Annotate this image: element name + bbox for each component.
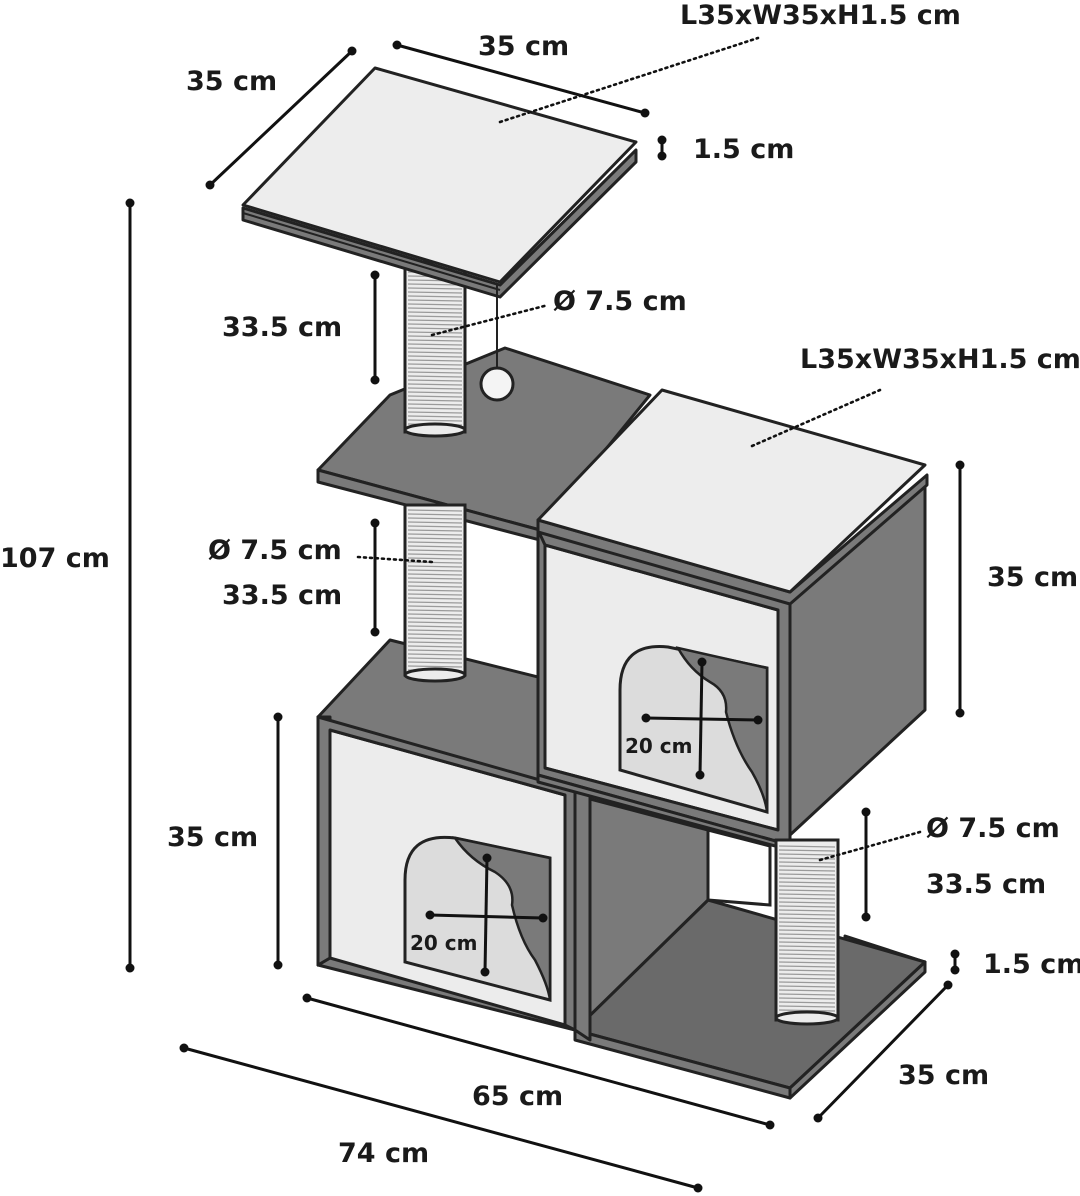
top-depth-label: 35 cm <box>186 66 277 97</box>
lower-post-height-label: 33.5 cm <box>926 869 1046 900</box>
base-depth-label: 35 cm <box>898 1060 989 1091</box>
upper-cube-height-dimension: 35 cm <box>955 460 1078 718</box>
top-spec-callout: L35xW35xH1.5 cm <box>498 0 961 124</box>
upper-post-diameter-callout: Ø 7.5 cm <box>430 286 687 337</box>
top-spec-label: L35xW35xH1.5 cm <box>680 0 961 31</box>
top-thickness-label: 1.5 cm <box>693 134 794 165</box>
cube-top-pad <box>536 388 929 606</box>
top-width-label: 35 cm <box>478 31 569 62</box>
upper-post-height-dimension: 33.5 cm <box>222 270 380 385</box>
middle-post-dimension: Ø 7.5 cm 33.5 cm <box>208 518 434 637</box>
top-depth-dimension: 35 cm <box>186 46 357 190</box>
base-depth-dimension: 35 cm <box>813 980 989 1123</box>
total-height-dimension: 107 cm <box>0 198 135 973</box>
upper-post-diameter-label: Ø 7.5 cm <box>553 286 687 317</box>
lower-hole-dimension: 20 cm <box>410 853 548 977</box>
lower-entrance-hole <box>403 835 552 1002</box>
lower-hole-label: 20 cm <box>410 931 478 955</box>
base-thickness-dimension: 1.5 cm <box>950 949 1080 980</box>
total-height-label: 107 cm <box>0 543 110 574</box>
middle-post-height-label: 33.5 cm <box>222 580 342 611</box>
lower-post <box>774 838 840 1026</box>
upper-post <box>403 260 467 438</box>
lower-post-diameter-label: Ø 7.5 cm <box>926 813 1060 844</box>
overall-width-label: 74 cm <box>338 1138 429 1169</box>
upper-cube <box>536 480 927 852</box>
upper-cube-height-label: 35 cm <box>987 562 1078 593</box>
base-length-label: 65 cm <box>472 1081 563 1112</box>
lower-open-cell <box>573 793 772 1032</box>
cube-top-spec-callout: L35xW35xH1.5 cm <box>750 344 1080 448</box>
toy-ball <box>479 285 515 402</box>
cube-top-spec-label: L35xW35xH1.5 cm <box>800 344 1080 375</box>
upper-entrance-hole <box>618 645 769 814</box>
middle-post <box>403 503 467 683</box>
upper-hole-label: 20 cm <box>625 734 693 758</box>
base-length-dimension: 65 cm <box>302 993 775 1130</box>
upper-post-height-label: 33.5 cm <box>222 312 342 343</box>
middle-post-diameter-label: Ø 7.5 cm <box>208 535 342 566</box>
upper-hole-dimension: 20 cm <box>625 657 763 780</box>
base-thickness-label: 1.5 cm <box>983 949 1080 980</box>
overall-width-dimension: 74 cm <box>179 1043 703 1193</box>
lower-cube <box>316 638 592 1042</box>
top-platform <box>241 66 638 299</box>
lower-post-dimension: Ø 7.5 cm 33.5 cm <box>818 807 1060 922</box>
top-thickness-dimension: 1.5 cm <box>657 134 794 165</box>
lower-cube-height-label: 35 cm <box>167 822 258 853</box>
top-width-dimension: 35 cm <box>392 31 650 118</box>
lower-cube-height-dimension: 35 cm <box>167 712 283 970</box>
